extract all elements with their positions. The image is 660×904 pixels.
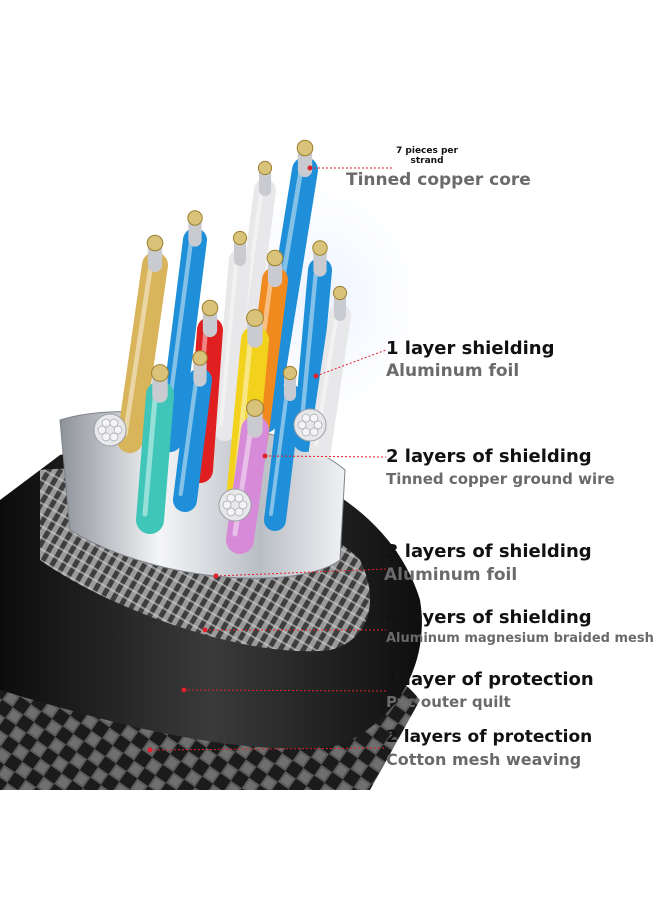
wire-bundle (93, 139, 351, 554)
layer-4-sub: Aluminum magnesium braided mesh (386, 631, 654, 646)
leader-lines (147, 165, 392, 753)
core-title: Tinned copper core (346, 170, 531, 190)
layer-3-title: 3 layers of shielding (386, 541, 592, 562)
layer-2-sub: Tinned copper ground wire (386, 470, 615, 488)
leader-core (307, 165, 392, 171)
drain-wire-strand-1 (93, 413, 127, 447)
layer-1-sub: Aluminum foil (386, 361, 520, 381)
drain-wire-strand-3 (293, 408, 327, 442)
layer-2-title: 2 layers of shielding (386, 446, 592, 467)
layer-5-title: 1 layer of protection (386, 669, 594, 690)
core-note-line1: 7 pieces per (396, 146, 458, 156)
wire-white-center (214, 230, 251, 441)
leader-layer-4 (202, 627, 386, 633)
layer-1-title: 1 layer shielding (386, 338, 555, 359)
wire-teal (136, 364, 174, 534)
wire-blue-left-upper (158, 210, 207, 452)
leader-layer-5 (181, 687, 387, 693)
leader-layer-3 (213, 568, 387, 579)
wire-blue-front (173, 350, 212, 512)
layer-5-sub: Pvc outer quilt (386, 693, 511, 711)
leader-layer-6 (147, 747, 387, 753)
core-note-line2: strand (410, 156, 444, 166)
wire-gold-left (117, 234, 168, 453)
wire-pink (226, 399, 269, 554)
leader-layer-1 (313, 349, 387, 379)
core-note: 7 pieces per strand (392, 146, 462, 166)
layer-3-sub: Aluminum foil (384, 565, 518, 585)
leader-layer-2 (262, 453, 387, 459)
layer-4-title: 4 layers of shielding (386, 607, 592, 628)
drain-wire-strand-2 (218, 488, 252, 522)
layer-6-title: 2 layers of protection (386, 727, 593, 747)
layer-6-sub: Cotton mesh weaving (386, 750, 582, 769)
